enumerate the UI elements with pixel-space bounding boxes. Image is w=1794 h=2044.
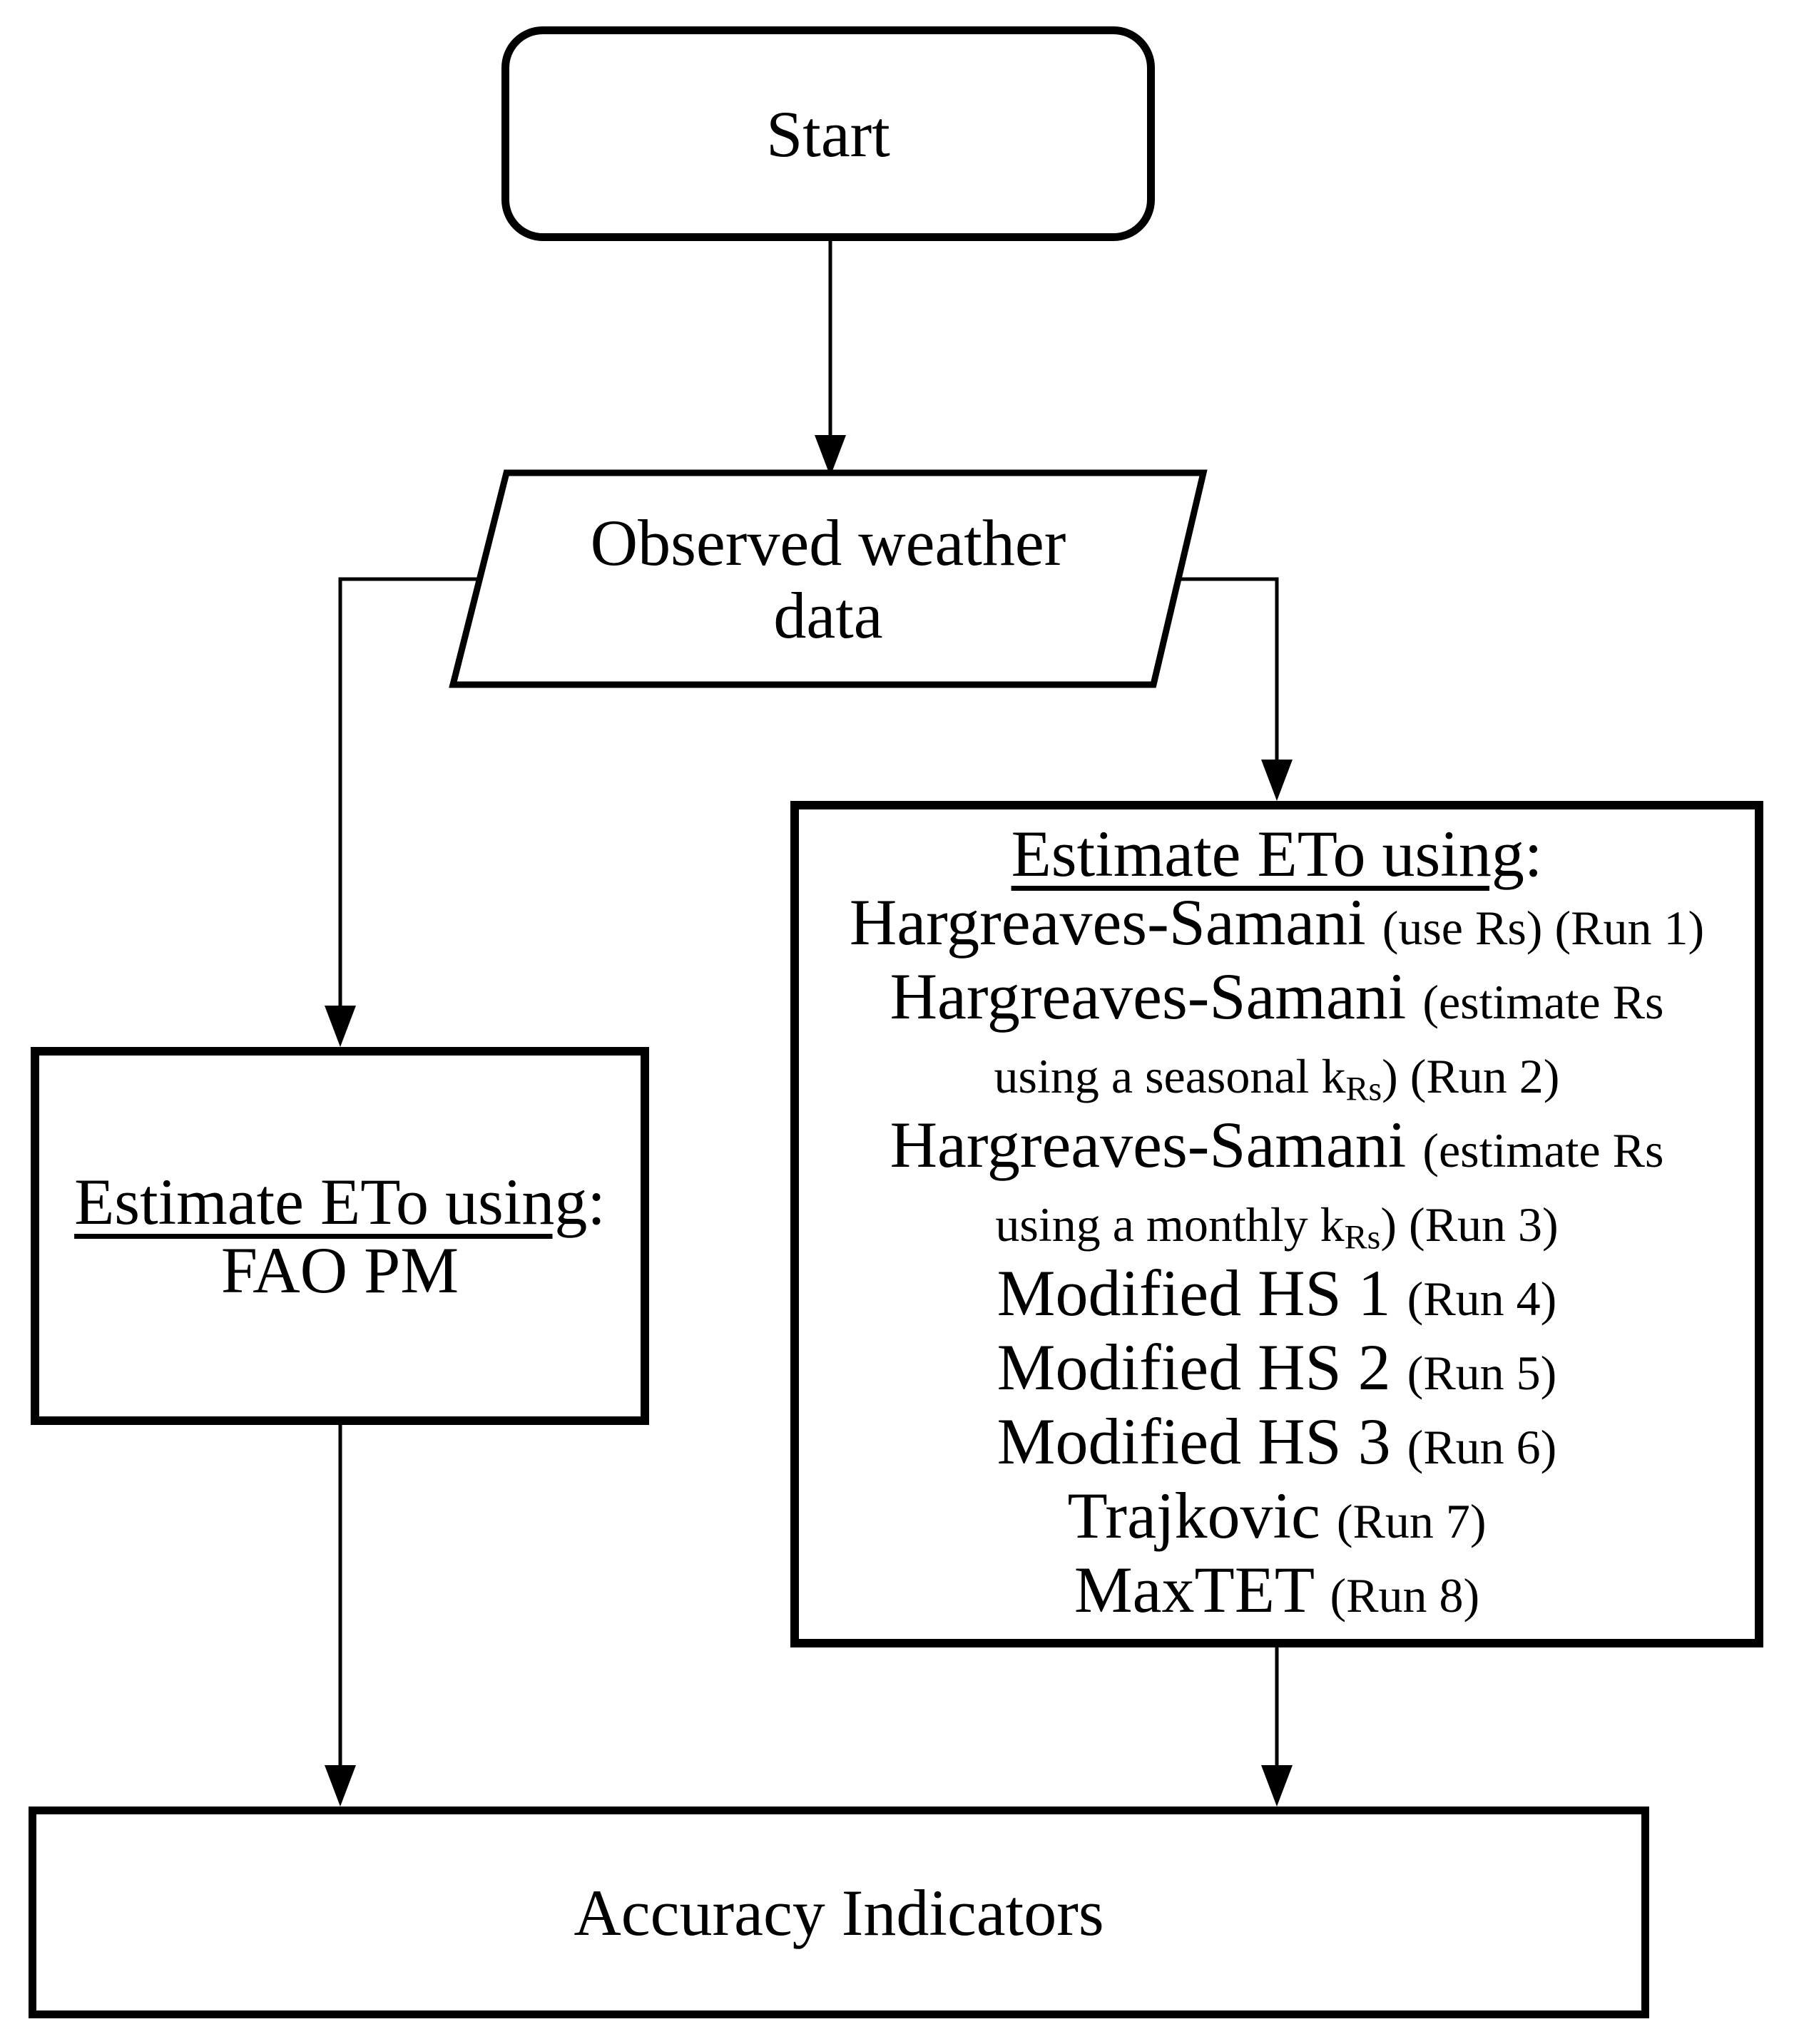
fao-method-label: FAO PM	[220, 1234, 459, 1307]
start-node: Start	[501, 26, 1155, 241]
method-run4: Modified HS 1 (Run 4)	[997, 1256, 1557, 1329]
methods-title: Estimate ETo using:	[1011, 817, 1543, 890]
method-run7: Trajkovic (Run 7)	[1067, 1478, 1487, 1552]
arrow-weather-to-fao-icon	[325, 577, 479, 1047]
start-label: Start	[766, 97, 890, 170]
arrow-start-to-weather-icon	[815, 241, 846, 476]
fao-pm-node: Estimate ETo using: FAO PM	[31, 1047, 649, 1425]
arrow-methods-to-accuracy-icon	[1261, 1647, 1293, 1807]
method-run2-part1: Hargreaves-Samani (estimate Rs	[890, 959, 1664, 1033]
weather-data-node: Observed weather data	[453, 473, 1203, 685]
krs-subscript: Rs	[1345, 1070, 1382, 1108]
method-run8: MaxTET (Run 8)	[1074, 1553, 1480, 1626]
method-run1: Hargreaves-Samani (use Rs) (Run 1)	[849, 885, 1705, 959]
accuracy-label: Accuracy Indicators	[574, 1876, 1104, 1949]
krs-subscript: Rs	[1344, 1218, 1381, 1257]
method-run5: Modified HS 2 (Run 5)	[997, 1330, 1557, 1404]
fao-title: Estimate ETo using:	[74, 1165, 606, 1238]
weather-parallelogram-shape	[449, 469, 1208, 688]
arrow-weather-to-methods-icon	[1178, 577, 1293, 801]
method-run6: Modified HS 3 (Run 6)	[997, 1404, 1557, 1478]
weather-label-line2: data	[773, 578, 883, 652]
method-run2-part2: using a seasonal kRs) (Run 2)	[994, 1048, 1560, 1108]
eto-methods-node: Estimate ETo using: Hargreaves-Samani (u…	[790, 801, 1763, 1647]
weather-label-line1: Observed weather	[590, 506, 1066, 579]
method-run3-part1: Hargreaves-Samani (estimate Rs	[890, 1108, 1664, 1181]
accuracy-indicators-node: Accuracy Indicators	[29, 1807, 1649, 2018]
arrow-fao-to-accuracy-icon	[325, 1425, 356, 1807]
method-run3-part2: using a monthly kRs) (Run 3)	[995, 1197, 1559, 1257]
